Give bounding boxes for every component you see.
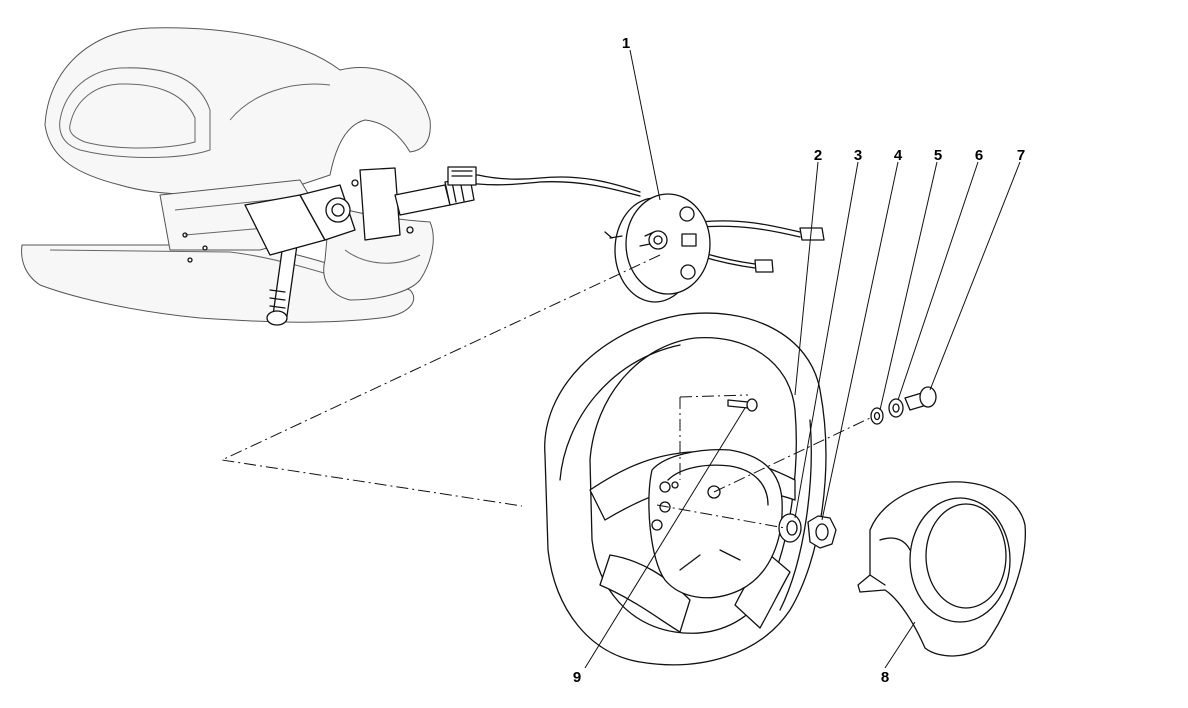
screw-part-7 (904, 386, 937, 411)
washer-part-3 (778, 513, 802, 543)
lock-washer-part-6 (888, 398, 904, 418)
airbag-module-part-8 (857, 481, 1026, 657)
callout-5: 5 (934, 147, 942, 164)
callout-labels: 1 2 3 4 5 6 7 8 9 (573, 35, 1025, 686)
callout-1: 1 (622, 35, 630, 52)
leader-lines (584, 49, 1021, 669)
callout-6: 6 (975, 147, 983, 164)
washer-part-5 (870, 407, 884, 425)
clock-spring-part-1 (447, 166, 825, 303)
callout-2: 2 (814, 147, 822, 164)
steering-wheel-part-2 (544, 312, 827, 666)
nut-part-4 (807, 515, 837, 549)
callout-4: 4 (894, 147, 903, 164)
callout-3: 3 (854, 147, 862, 164)
callout-8: 8 (881, 669, 889, 686)
assembly-lines (220, 254, 871, 529)
dashboard-steering-column (21, 27, 475, 326)
callout-9: 9 (573, 669, 581, 686)
screw-part-9 (727, 398, 758, 412)
callout-7: 7 (1017, 147, 1025, 164)
